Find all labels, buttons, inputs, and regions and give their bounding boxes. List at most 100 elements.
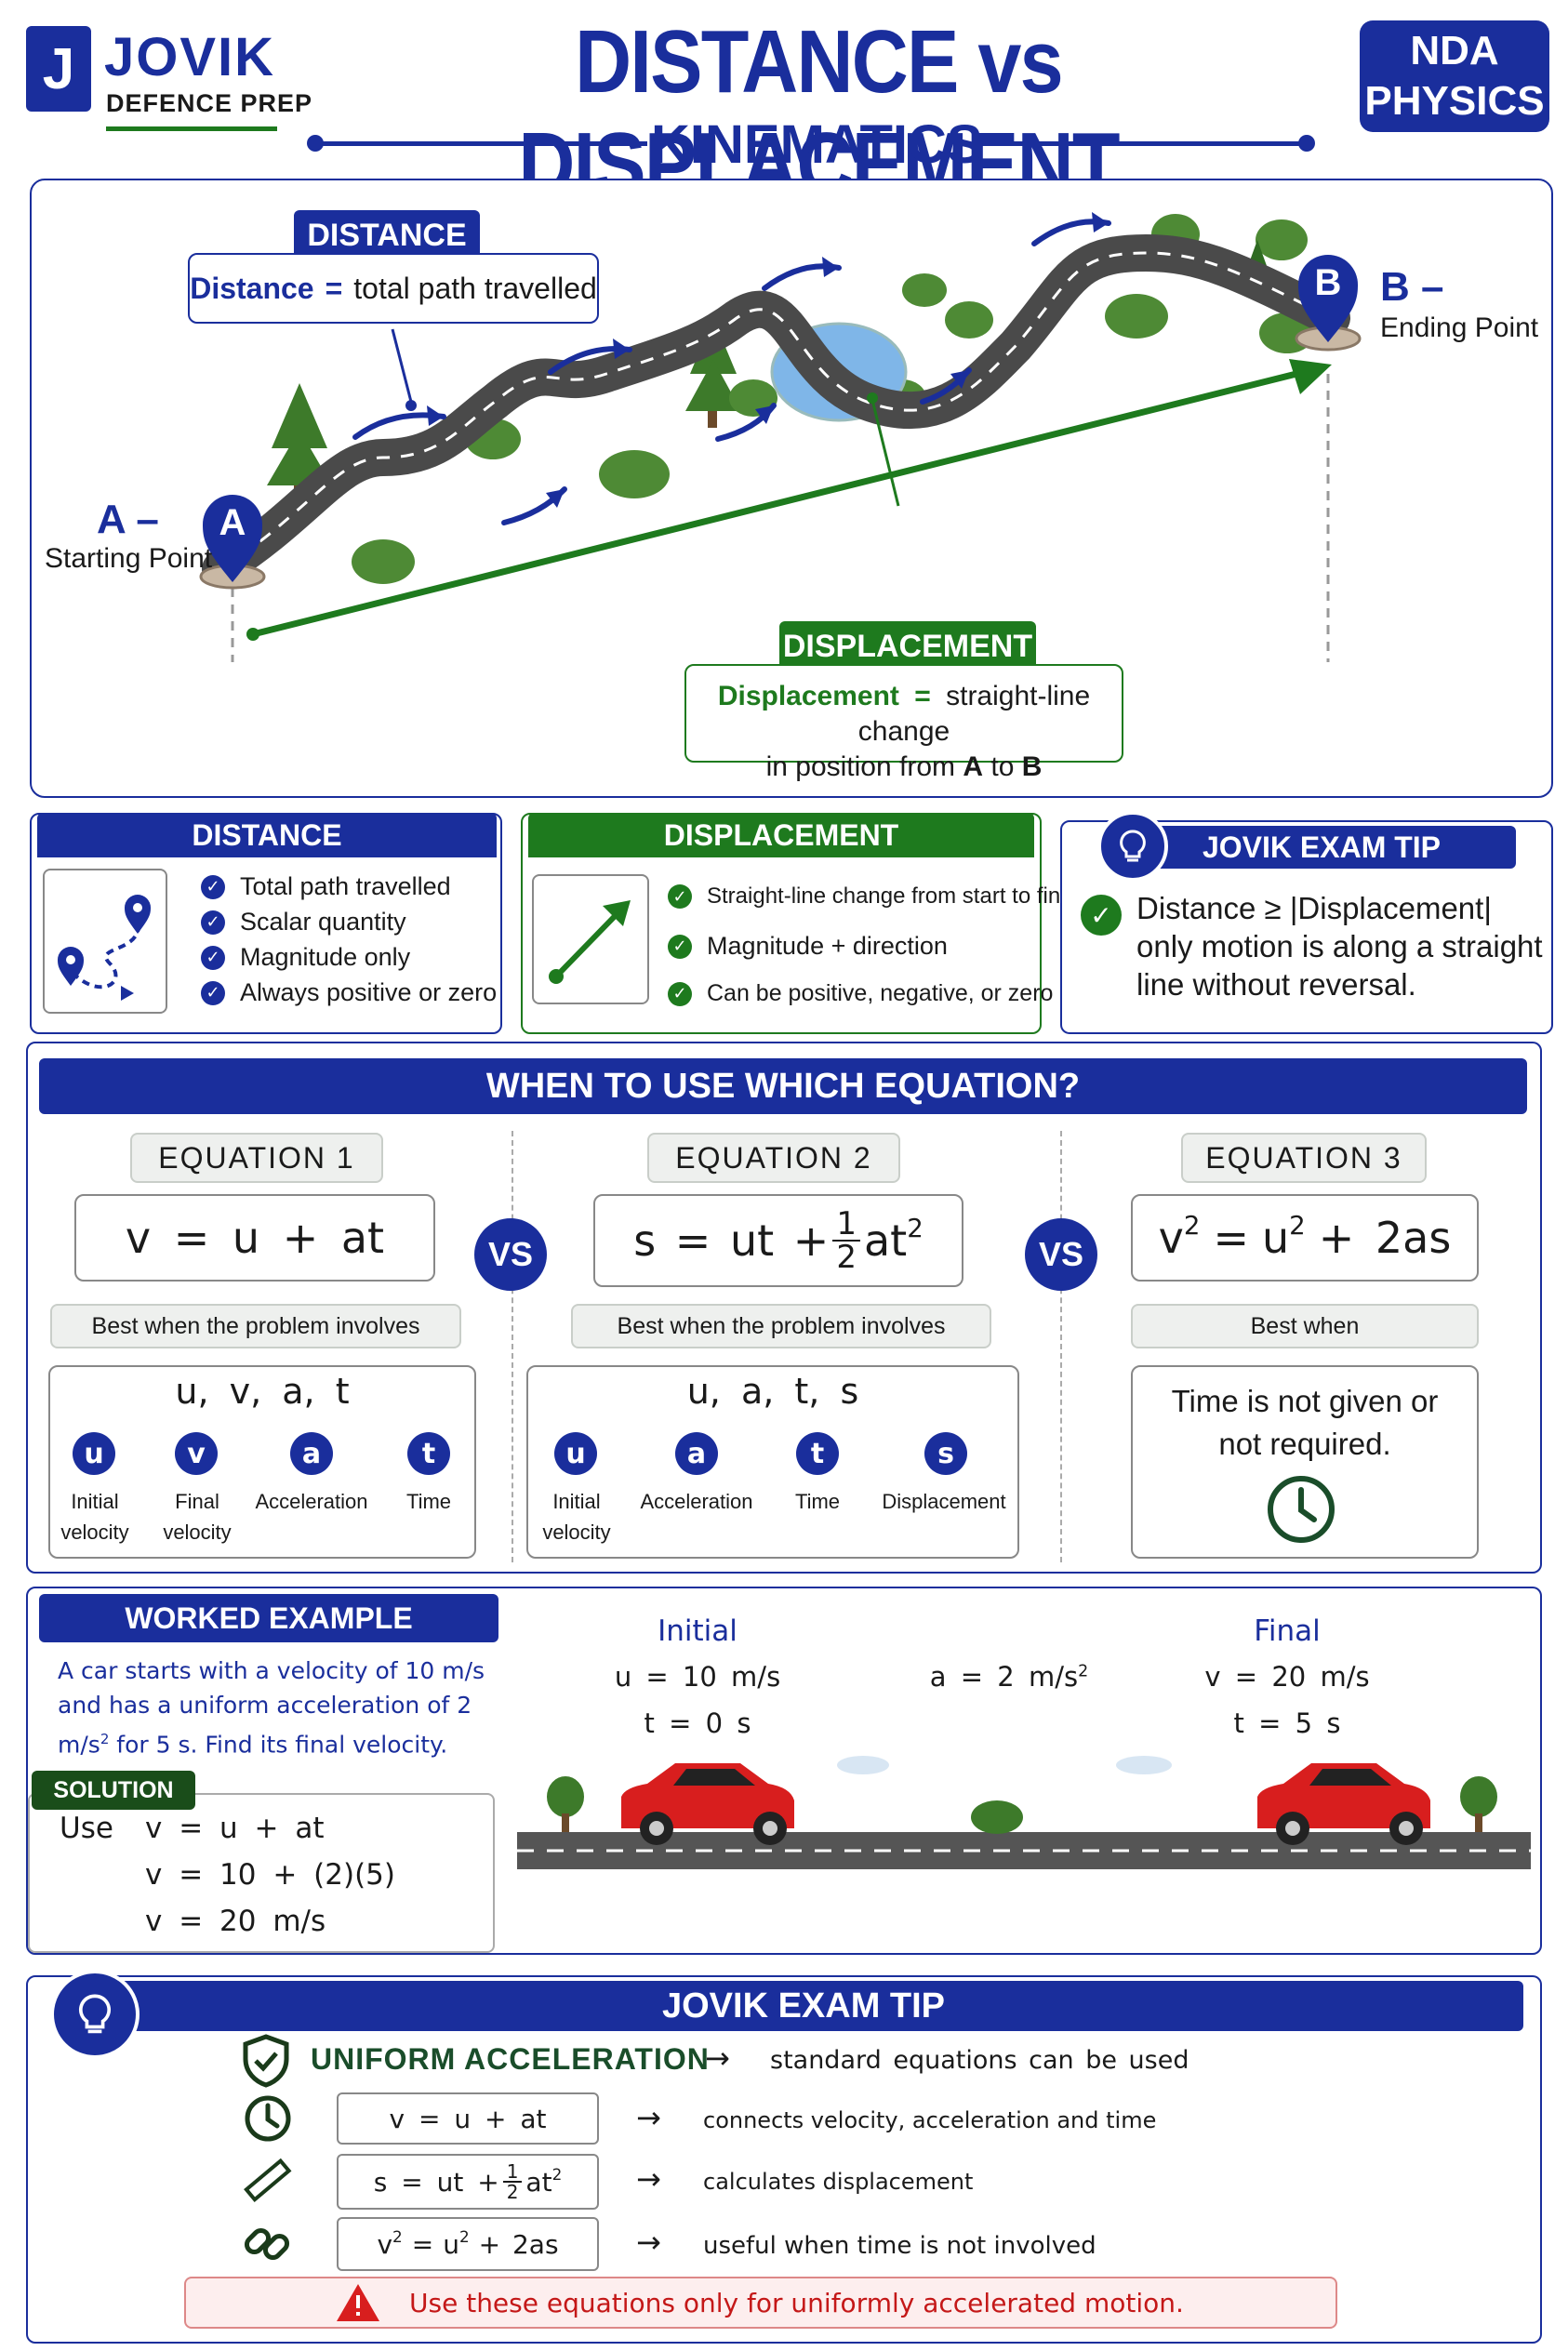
eq3-label: EQUATION 3 xyxy=(1181,1133,1427,1183)
final-v: v = 20 m/s xyxy=(1204,1661,1370,1693)
worked-panel xyxy=(26,1587,1542,1955)
motion-arrowhead xyxy=(427,212,1109,508)
var-name: Displacement xyxy=(882,1490,1006,1513)
displacement-arrowhead xyxy=(1289,359,1332,394)
displacement-item: ✓Magnitude + direction xyxy=(668,932,948,961)
vs-badge: VS xyxy=(474,1218,547,1291)
distance-item: ✓Always positive or zero xyxy=(201,978,497,1007)
displacement-item: ✓Can be positive, negative, or zero xyxy=(668,980,1053,1007)
worked-problem: A car starts with a velocity of 10 m/s a… xyxy=(58,1657,485,1759)
var-name: Initial velocity xyxy=(60,1490,129,1544)
warning-text: Use these equations only for uniformly a… xyxy=(409,2288,1184,2318)
eq2-label: EQUATION 2 xyxy=(647,1133,900,1183)
tip-row3-arrow: → xyxy=(636,2161,661,2197)
subject-badge: NDA PHYSICS xyxy=(1360,20,1549,132)
eq3-best: Best when xyxy=(1131,1304,1479,1348)
acceleration-value: a = 2 m/s2 xyxy=(929,1661,1089,1693)
logo-letter: J xyxy=(42,36,75,101)
cloud-icon xyxy=(1116,1756,1172,1774)
tip-row2-val: connects velocity, acceleration and time xyxy=(703,2107,1157,2133)
car-final-icon xyxy=(1257,1763,1430,1845)
final-t: t = 5 s xyxy=(1233,1707,1341,1739)
cloud-icon xyxy=(837,1756,889,1774)
initial-label: Initial xyxy=(658,1614,737,1648)
eq1-vars: u, v, a, t xyxy=(175,1371,350,1412)
solution-step2: v = 10 + (2)(5) xyxy=(145,1858,395,1892)
brand-name: JOVIK xyxy=(104,27,276,87)
var-u-icon: u xyxy=(554,1432,597,1475)
footer-tip-title: JOVIK EXAM TIP xyxy=(84,1981,1523,2031)
title-rule-left xyxy=(312,141,647,146)
displacement-eq: = xyxy=(914,681,931,711)
displacement-to: to xyxy=(990,751,1015,782)
distance-item: ✓Scalar quantity xyxy=(201,908,406,936)
warning-icon xyxy=(335,2282,381,2328)
tip-check-icon: ✓ xyxy=(1081,895,1122,936)
route-icon xyxy=(43,869,167,1014)
eq2-vars: u, a, t, s xyxy=(686,1371,859,1412)
worked-title: WORKED EXAMPLE xyxy=(39,1594,498,1642)
var-v-icon: v xyxy=(175,1432,218,1475)
var-a-icon: a xyxy=(675,1432,718,1475)
tip-row2-arrow: → xyxy=(636,2100,661,2135)
shield-check-icon xyxy=(240,2033,292,2093)
var-a-icon: a xyxy=(290,1432,333,1475)
distance-word: Distance xyxy=(190,271,314,305)
var-u-icon: u xyxy=(73,1432,115,1475)
pin-b-letter: B xyxy=(1314,262,1342,303)
displacement-def: straight-line change xyxy=(857,681,1091,747)
initial-u: u = 10 m/s xyxy=(614,1661,781,1693)
eq3-text-box xyxy=(1131,1365,1479,1559)
displacement-b: B xyxy=(1021,751,1043,782)
badge-line2: PHYSICS xyxy=(1364,78,1545,124)
displacement-item: ✓Straight-line change from start to fini… xyxy=(668,883,1089,910)
var-name: Time xyxy=(794,1490,841,1513)
tip-row1-key: UNIFORM ACCELERATION xyxy=(311,2042,710,2076)
solution-step1: v = u + at xyxy=(145,1812,325,1845)
title-rule-right-dot xyxy=(1298,135,1315,152)
eq1-formula: v = u + at xyxy=(74,1194,435,1282)
distance-card-title: DISTANCE xyxy=(37,813,497,857)
initial-t: t = 0 s xyxy=(644,1707,751,1739)
tip-row2-eq: v = u + at xyxy=(337,2092,599,2145)
tip-row4-arrow: → xyxy=(636,2225,661,2260)
eq1-label: EQUATION 1 xyxy=(130,1133,383,1183)
var-t-icon: t xyxy=(796,1432,839,1475)
brand-sub: DEFENCE PREP xyxy=(106,89,313,117)
solution-tag: SOLUTION xyxy=(32,1771,195,1810)
var-t-icon: t xyxy=(407,1432,450,1475)
displacement-word: Displacement xyxy=(717,681,899,711)
displacement-arrow xyxy=(252,368,1305,638)
path-diagram xyxy=(199,212,1362,662)
logo: J xyxy=(26,26,91,112)
page-title: DISTANCE vs DISPLACEMENT xyxy=(518,12,1120,214)
eq1-best: Best when the problem involves xyxy=(50,1304,461,1348)
displacement-def2: in position from xyxy=(765,751,956,782)
var-name: Final velocity xyxy=(163,1490,232,1544)
lightbulb-icon xyxy=(50,1970,140,2059)
page-subtitle: KINEMATICS xyxy=(651,114,983,175)
ruler-icon xyxy=(240,2154,294,2212)
displacement-definition: Displacement = straight-line change in p… xyxy=(684,664,1123,782)
distance-item: ✓Magnitude only xyxy=(201,943,410,972)
var-name: Time xyxy=(405,1490,452,1513)
point-b-desc: Ending Point xyxy=(1380,312,1539,343)
final-label: Final xyxy=(1254,1614,1321,1648)
eq2-best: Best when the problem involves xyxy=(571,1304,991,1348)
displacement-tag: DISPLACEMENT xyxy=(779,621,1036,671)
tip-row3-val: calculates displacement xyxy=(703,2169,974,2195)
var-name: Initial velocity xyxy=(542,1490,611,1544)
column-divider xyxy=(512,1131,513,1562)
title-rule-left-dot xyxy=(307,135,324,152)
pin-a-icon xyxy=(203,495,262,582)
clock-icon xyxy=(1265,1473,1337,1550)
eq3-text: Time is not given or not required. xyxy=(1171,1384,1439,1461)
tree-icon xyxy=(547,1776,1497,1834)
link-icon xyxy=(240,2217,294,2276)
solution-use: Use xyxy=(60,1812,113,1845)
exam-tip-text: Distance ≥ |Displacement| only motion is… xyxy=(1136,891,1543,1002)
solution-step3: v = 20 m/s xyxy=(145,1905,326,1938)
distance-eq: = xyxy=(325,271,343,305)
